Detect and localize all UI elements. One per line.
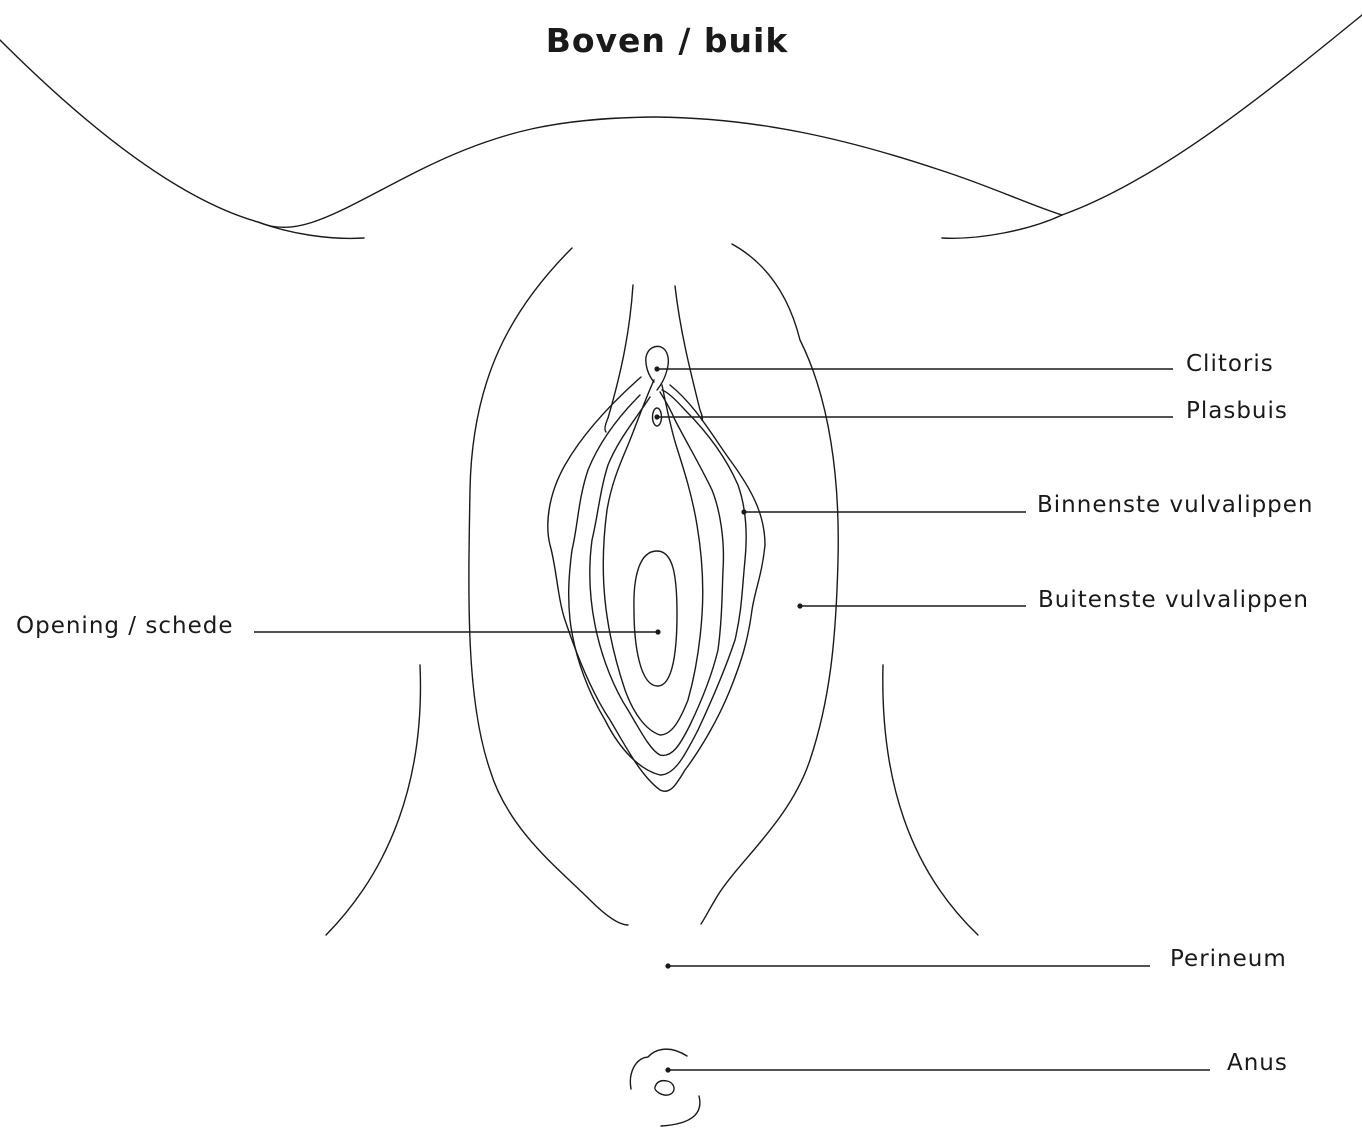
label-binnenste-vulvalippen: Binnenste vulvalippen	[1037, 492, 1314, 518]
second-rim	[569, 390, 746, 775]
marker-opening-schede	[655, 629, 660, 634]
left-thigh-crease	[0, 40, 258, 222]
right-buttock-curve	[883, 665, 978, 935]
label-clitoris: Clitoris	[1186, 351, 1274, 377]
mons-pubis-curve	[258, 117, 1062, 227]
left-groin-fold	[258, 222, 364, 238]
anus-outer-lower	[661, 1096, 700, 1126]
left-buttock-curve	[326, 665, 420, 935]
diagram-title: Boven / buik	[546, 21, 789, 60]
labia-outlines	[548, 346, 765, 791]
inner-labia-rim	[590, 392, 724, 755]
label-opening-schede: Opening / schede	[16, 613, 233, 639]
marker-plasbuis	[654, 414, 659, 419]
marker-buitenste-vulvalippen	[797, 603, 802, 608]
hood-line-left	[605, 285, 633, 432]
marker-binnenste-vulvalippen	[741, 509, 746, 514]
outer-labia	[469, 244, 838, 925]
anus-drawing	[630, 1049, 700, 1126]
labels: Clitoris Plasbuis Binnenste vulvalippen …	[16, 351, 1314, 1076]
marker-clitoris	[654, 366, 659, 371]
label-plasbuis: Plasbuis	[1186, 398, 1288, 424]
anus-outer-upper	[630, 1049, 687, 1089]
outer-rim	[548, 377, 765, 791]
hood-line-right	[675, 286, 702, 420]
right-thigh-crease	[1062, 15, 1362, 215]
outer-labia-right	[701, 244, 838, 924]
label-anus: Anus	[1227, 1050, 1288, 1076]
body-outline	[0, 15, 1362, 935]
label-perineum: Perineum	[1170, 946, 1287, 972]
vestibule-outline	[603, 380, 703, 735]
vaginal-opening-outline	[634, 551, 677, 686]
marker-anus	[665, 1067, 670, 1072]
marker-perineum	[665, 963, 670, 968]
label-buitenste-vulvalippen: Buitenste vulvalippen	[1038, 587, 1309, 613]
anus-inner	[655, 1081, 674, 1095]
right-groin-fold	[942, 215, 1062, 238]
